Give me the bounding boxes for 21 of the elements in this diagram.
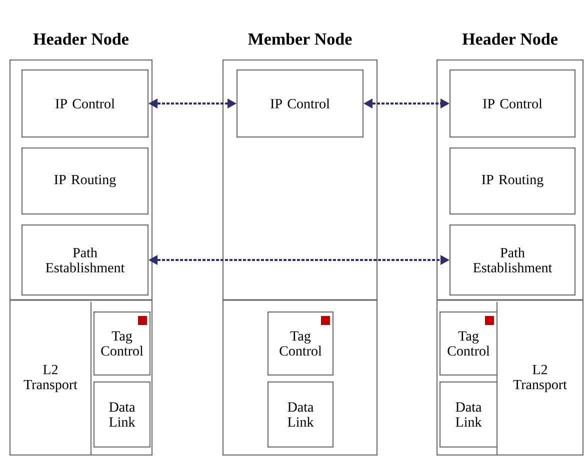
module-box: IP Routing (22, 148, 148, 214)
module-box: Data Link (268, 382, 334, 448)
module-box: IP Control (22, 70, 148, 138)
arrow (148, 98, 236, 108)
arrow (148, 255, 450, 265)
module-box: Data Link (94, 382, 150, 448)
arrow (364, 98, 450, 108)
node-label: Header Node (33, 32, 128, 45)
module-box: Tag Control (440, 312, 498, 376)
module-box: IP Control (450, 70, 576, 138)
module-box: IP Routing (450, 148, 576, 214)
module-box: Tag Control (268, 312, 334, 376)
transport-cell: L2 Transport (24, 302, 92, 456)
module-box: Tag Control (94, 312, 150, 376)
transport-cell: L2 Transport (496, 302, 567, 456)
module-box: Data Link (440, 382, 498, 448)
module-box: IP Control (236, 70, 364, 138)
module-box: Path Establishment (22, 224, 148, 296)
node-label: Header Node (462, 32, 558, 45)
module-box: Path Establishment (450, 224, 576, 296)
node-label: Member Node (248, 32, 352, 45)
